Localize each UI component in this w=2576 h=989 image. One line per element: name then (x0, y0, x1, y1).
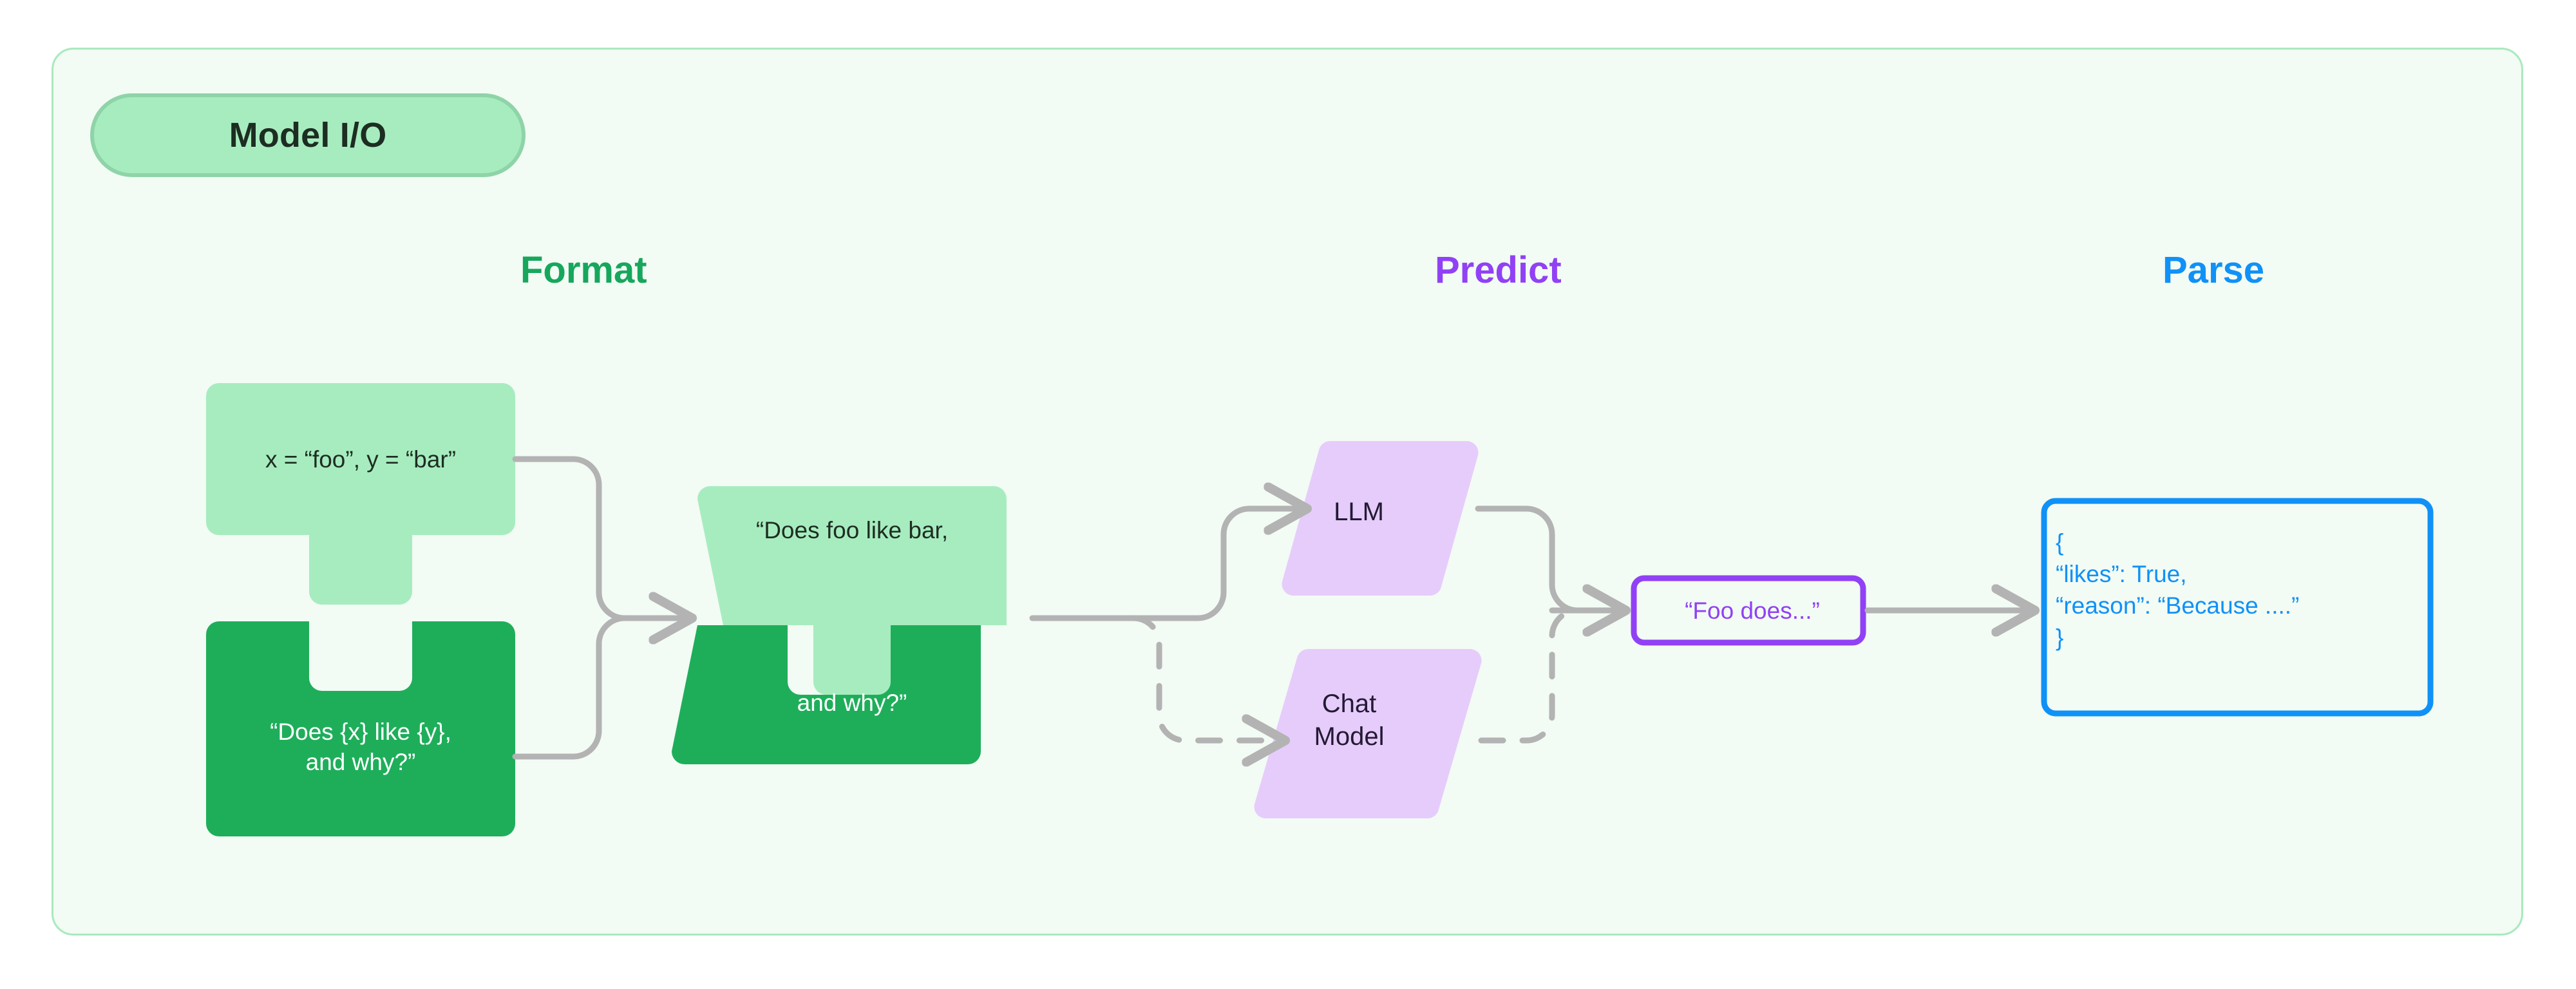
parsed-json-box (2041, 498, 2434, 717)
connector-branch-to-chat-model (1130, 615, 1285, 740)
chat-model-parallelogram (1254, 649, 1482, 818)
connector-llm-to-output (1475, 505, 1584, 614)
filled-piece-top-label: “Does foo like bar, (755, 517, 949, 543)
template-piece-label: “Does {x} like {y}, and why?” (270, 719, 451, 776)
column-heading-predict: Predict (1435, 249, 1562, 291)
connector-variables-to-filled (512, 456, 659, 621)
connector-chat-model-to-output (1478, 607, 1584, 744)
template-puzzle-piece (206, 621, 515, 836)
filled-prompt-piece-bottom (672, 625, 981, 764)
filled-piece-bottom-label: and why?” (797, 690, 907, 716)
model-output-box (1631, 575, 1866, 646)
connector-template-to-filled (512, 615, 659, 760)
variables-puzzle-piece (206, 383, 515, 605)
parsed-json-label: { “likes”: True, “reason”: “Because ....… (2056, 529, 2300, 651)
model-output-label: “Foo does...” (1685, 598, 1820, 624)
chat-model-label: Chat Model (1314, 690, 1385, 751)
llm-label: LLM (1334, 498, 1384, 526)
filled-prompt-piece-top (697, 486, 1007, 695)
model-io-badge: Model I/O (90, 93, 526, 177)
llm-parallelogram (1282, 441, 1479, 596)
variables-piece-label: x = “foo”, y = “bar” (265, 446, 457, 473)
column-heading-format: Format (520, 249, 647, 291)
column-heading-parse: Parse (2163, 249, 2265, 291)
connector-branch-to-llm (1130, 509, 1307, 621)
model-io-badge-label: Model I/O (229, 116, 387, 155)
